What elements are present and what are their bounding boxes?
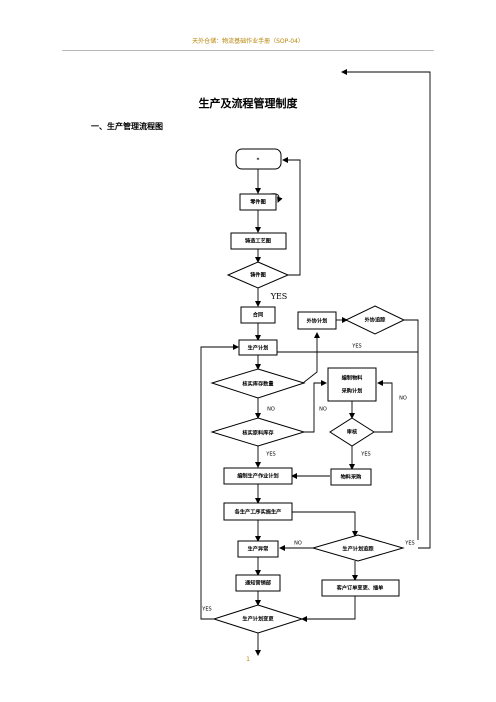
plan-track-decision <box>311 534 405 562</box>
edge-label-yes-2: YES <box>265 452 275 458</box>
review-label: 审核 <box>347 428 358 436</box>
edge-label-yes-3: YES <box>360 452 370 458</box>
edge-label-no-1: NO <box>267 407 275 413</box>
review-decision <box>329 417 375 447</box>
forging-drawing-decision <box>226 261 290 289</box>
section-heading: 一、生产管理流程图 <box>91 121 163 131</box>
material-plan-box <box>327 367 377 402</box>
start-label: * <box>257 158 260 164</box>
material-plan-label-1: 编制物料 <box>342 374 364 382</box>
notify-sales-box <box>235 574 281 592</box>
execute-box <box>223 502 293 521</box>
abnormal-box <box>237 540 279 558</box>
plan-change-decision <box>212 604 304 634</box>
edge-label-no-2: NO <box>319 407 327 413</box>
outsource-track-decision <box>344 305 406 335</box>
edge-label-yes-5: YES <box>201 607 211 613</box>
outsource-plan-box <box>297 311 337 330</box>
outsource-track-label: 外协追踪 <box>365 316 387 324</box>
edge-order-to-change <box>301 596 356 622</box>
execute-label: 各生产工序实施生产 <box>234 508 282 516</box>
casting-drawing-box <box>230 232 287 250</box>
edge-label-yes-large: YES <box>270 292 288 301</box>
part-drawing-box <box>239 193 277 211</box>
verify-stock-decision <box>210 368 306 399</box>
part-drawing-label: 零件图 <box>249 198 266 206</box>
order-change-label: 客户订单变更、插单 <box>336 584 385 592</box>
contract-box <box>240 306 276 324</box>
notify-sales-label: 通知营销部 <box>245 579 272 587</box>
order-change-box <box>321 579 400 597</box>
forging-drawing-label: 铸件图 <box>250 271 266 279</box>
material-purchase-box <box>330 468 372 486</box>
plan-track-label: 生产计划追踪 <box>342 545 374 553</box>
document-title: 生产及流程管理制度 <box>198 97 298 110</box>
start-terminal <box>235 148 282 170</box>
casting-drawing-label: 铸造工艺图 <box>245 237 271 245</box>
edge-label-no-3: NO <box>399 396 407 402</box>
production-plan-box <box>238 339 278 356</box>
edge-review-no <box>374 380 393 433</box>
abnormal-label: 生产异常 <box>248 545 269 553</box>
edge-big-loop <box>341 69 431 549</box>
contract-label: 合同 <box>253 311 263 319</box>
edge-label-yes-4: YES <box>404 541 414 547</box>
edge-execute-to-track <box>292 511 358 537</box>
header-divider <box>62 50 434 51</box>
edge-track-right <box>403 319 419 540</box>
edge-change-yes-loop <box>200 344 239 620</box>
page-number: 1 <box>246 656 250 663</box>
edge-raw-no <box>303 380 327 433</box>
material-plan-label-2: 采购计划 <box>342 387 363 395</box>
production-plan-label: 生产计划 <box>248 344 269 352</box>
schedule-box <box>223 467 293 485</box>
edge-label-no-4: NO <box>294 541 302 547</box>
edge-forging-loop <box>282 157 301 276</box>
schedule-label: 编制生产作业计划 <box>237 472 279 480</box>
material-purchase-label: 物料采购 <box>341 473 362 481</box>
outsource-plan-label: 外协计划 <box>307 317 328 325</box>
document-header: 天外仓储：物流基础作业手册（SOP-04） <box>192 38 304 45</box>
edge-label-yes-1: YES <box>351 344 361 350</box>
edge-stock-to-outsource <box>302 332 320 384</box>
plan-change-label: 生产计划变更 <box>242 615 274 623</box>
verify-raw-decision <box>210 417 306 447</box>
verify-raw-label: 核实原料库存 <box>242 429 274 437</box>
verify-stock-label: 核实库存数量 <box>242 380 274 388</box>
